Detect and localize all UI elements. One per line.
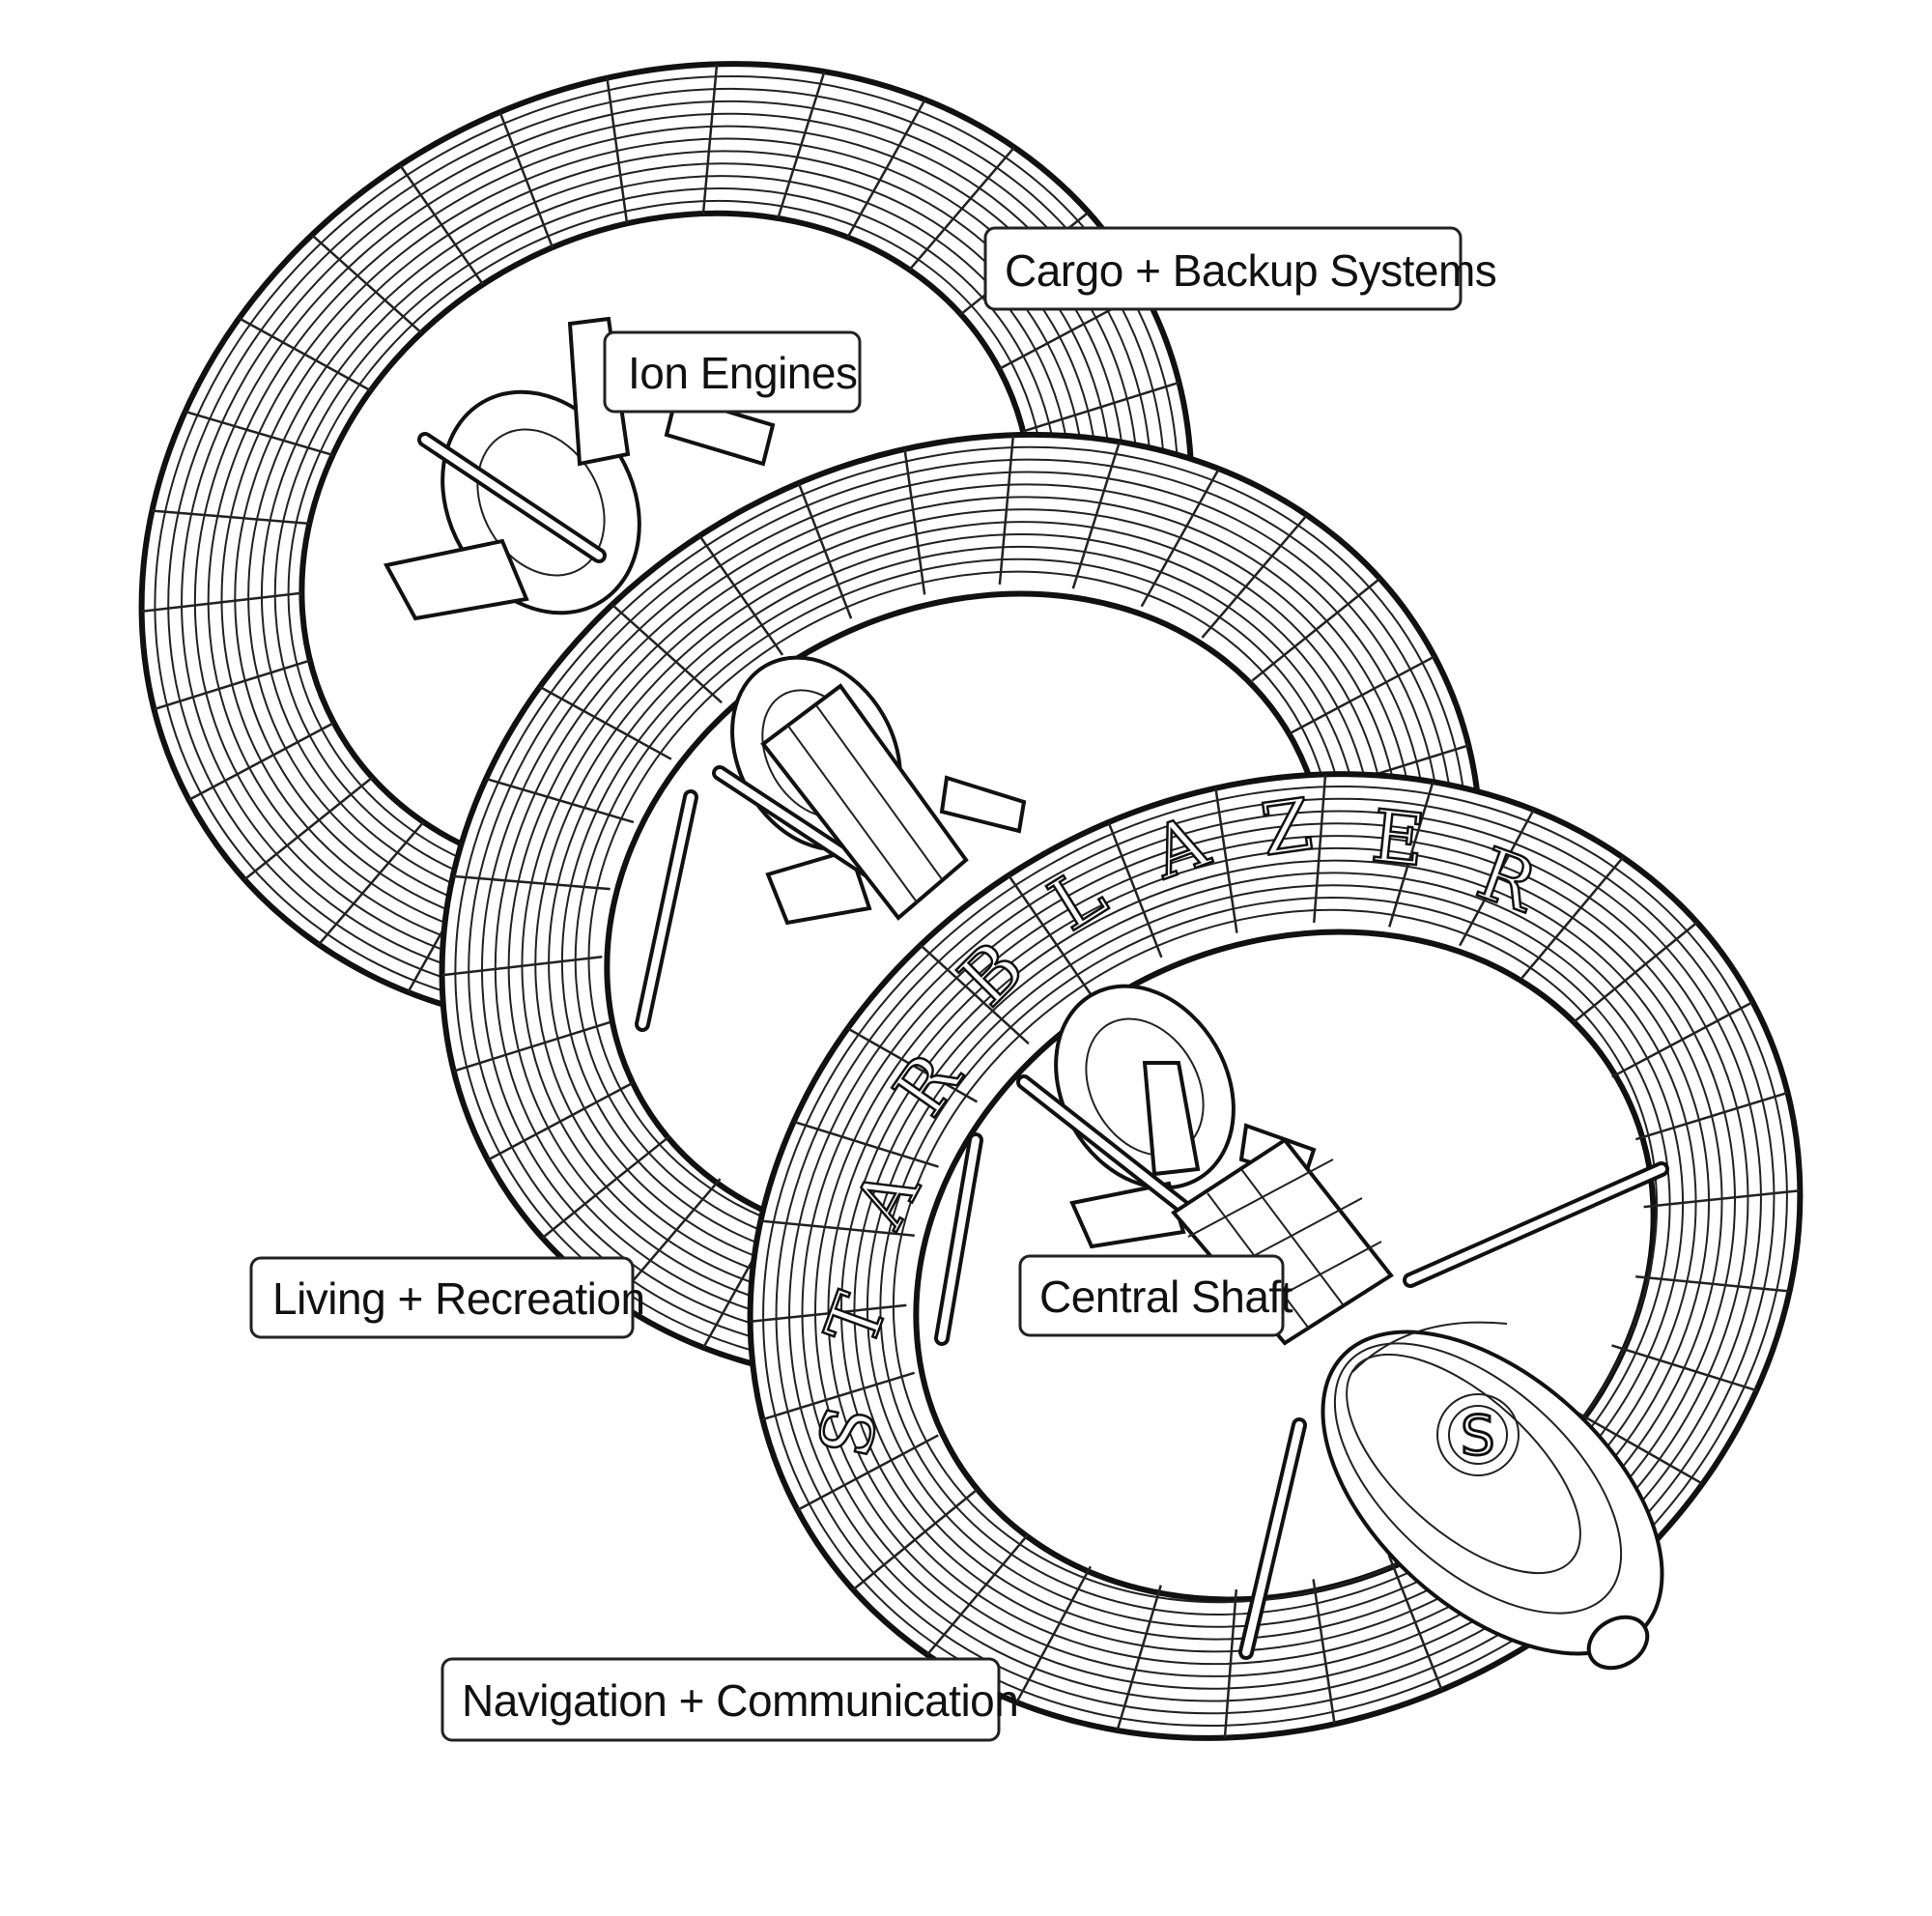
ring-mesh-segment [1022,381,1179,433]
ring-mesh-segment [701,64,719,214]
ring-mesh-segment [797,482,853,619]
ring-mesh-segment [441,955,603,977]
ring-mesh-segment [185,410,333,457]
ring-mesh-segment [152,509,310,526]
ring-mesh-segment [1388,781,1435,928]
ring-mesh-segment [750,1303,907,1324]
ring-mesh-segment [1312,1579,1336,1725]
ring-mesh-segment [1008,874,1093,996]
ring-mesh-segment [239,317,372,392]
callout-navigation: Navigation + Communication [440,1657,1019,1742]
ring-mesh-segment [1635,1274,1790,1293]
ring-mesh-segment [154,659,311,711]
ring-mesh-segment [1458,809,1535,947]
navigation-pod: S [1321,1321,1664,1671]
ring-mesh-segment [1611,1000,1754,1078]
ring-mesh-segment [903,448,926,595]
ring-mesh-segment [793,1120,939,1168]
ring-mesh-segment [908,146,1015,272]
ring-mesh-segment [796,1434,939,1512]
ring-mesh-segment [399,164,484,286]
ring-mesh-segment [318,820,425,946]
ring-mesh-segment [998,435,1015,586]
starblazer-logo-icon: S [1436,1393,1520,1476]
ring-mesh-segment [611,603,723,704]
ring-mesh-segment [762,1371,916,1421]
ring-mesh-segment [1634,1091,1788,1141]
ring-mesh-segment [698,534,784,656]
ring-mesh-segment [847,1027,979,1103]
ring-mesh-segment [1572,1409,1703,1485]
callout-cargo: Cargo + Backup Systems [983,226,1497,311]
ring-mesh-segment [187,721,335,802]
ring-mesh-segment [498,111,554,248]
ring-mesh-segment [1201,514,1308,639]
callout-living-label: Living + Recreation [272,1273,645,1324]
callout-ion-engines-label: Ion Engines [628,348,857,398]
ring-mesh-segment [485,777,635,824]
ring-mesh-segment [846,99,926,239]
ring-mesh-segment [925,1533,1030,1656]
ring-mesh-segment [1312,774,1327,924]
front-spokes [934,1074,1669,1660]
callout-central-shaft-label: Central Shaft [1039,1272,1293,1322]
ring-mesh-segment [1071,441,1122,589]
logo-letter: S [1461,1405,1495,1468]
ring-mesh-segment [453,1020,611,1072]
shaft-segment [760,683,969,921]
ring-mesh-segment [141,591,302,614]
ring-letter: E [1368,794,1429,882]
ring-mesh-segment [1611,1344,1757,1392]
ring-mesh-segment [760,1219,915,1238]
ring-mesh-segment [1251,577,1381,682]
callout-living: Living + Recreation [249,1256,645,1339]
ring-mesh-segment [1573,921,1698,1024]
callout-cargo-label: Cargo + Backup Systems [1005,245,1496,296]
ring-mesh-segment [777,71,826,219]
back-spokes [417,432,607,563]
ring-mesh-segment [311,234,423,334]
ring-mesh-segment [487,1081,634,1161]
ring-mesh-segment [1140,468,1220,608]
ring-mesh-segment [539,685,672,760]
callout-central-shaft: Central Shaft [1018,1254,1293,1337]
ring-mesh-segment [1643,1188,1801,1209]
ring-mesh-segment [606,77,629,224]
ring-mesh-segment [1223,1588,1238,1738]
ring-mesh-segment [1107,821,1163,958]
ring-mesh-segment [1520,856,1625,979]
middle-spokes [635,765,882,1032]
callout-navigation-label: Navigation + Communication [462,1675,1018,1726]
ring-letter: Z [1257,784,1318,872]
ring-mesh-segment [1387,1554,1443,1691]
ring-mesh-segment [1116,1585,1162,1731]
ring-mesh-segment [852,1488,978,1591]
callout-ion-engines: Ion Engines [603,330,862,414]
ring-mesh-segment [920,944,1030,1045]
ring-mesh-segment [541,1134,671,1240]
ring-mesh-segment [452,874,611,891]
ring-mesh-segment [1289,655,1435,735]
ring-mesh-segment [1015,1565,1093,1703]
ring-mesh-segment [243,776,374,881]
ring-mesh-segment [1214,787,1238,933]
